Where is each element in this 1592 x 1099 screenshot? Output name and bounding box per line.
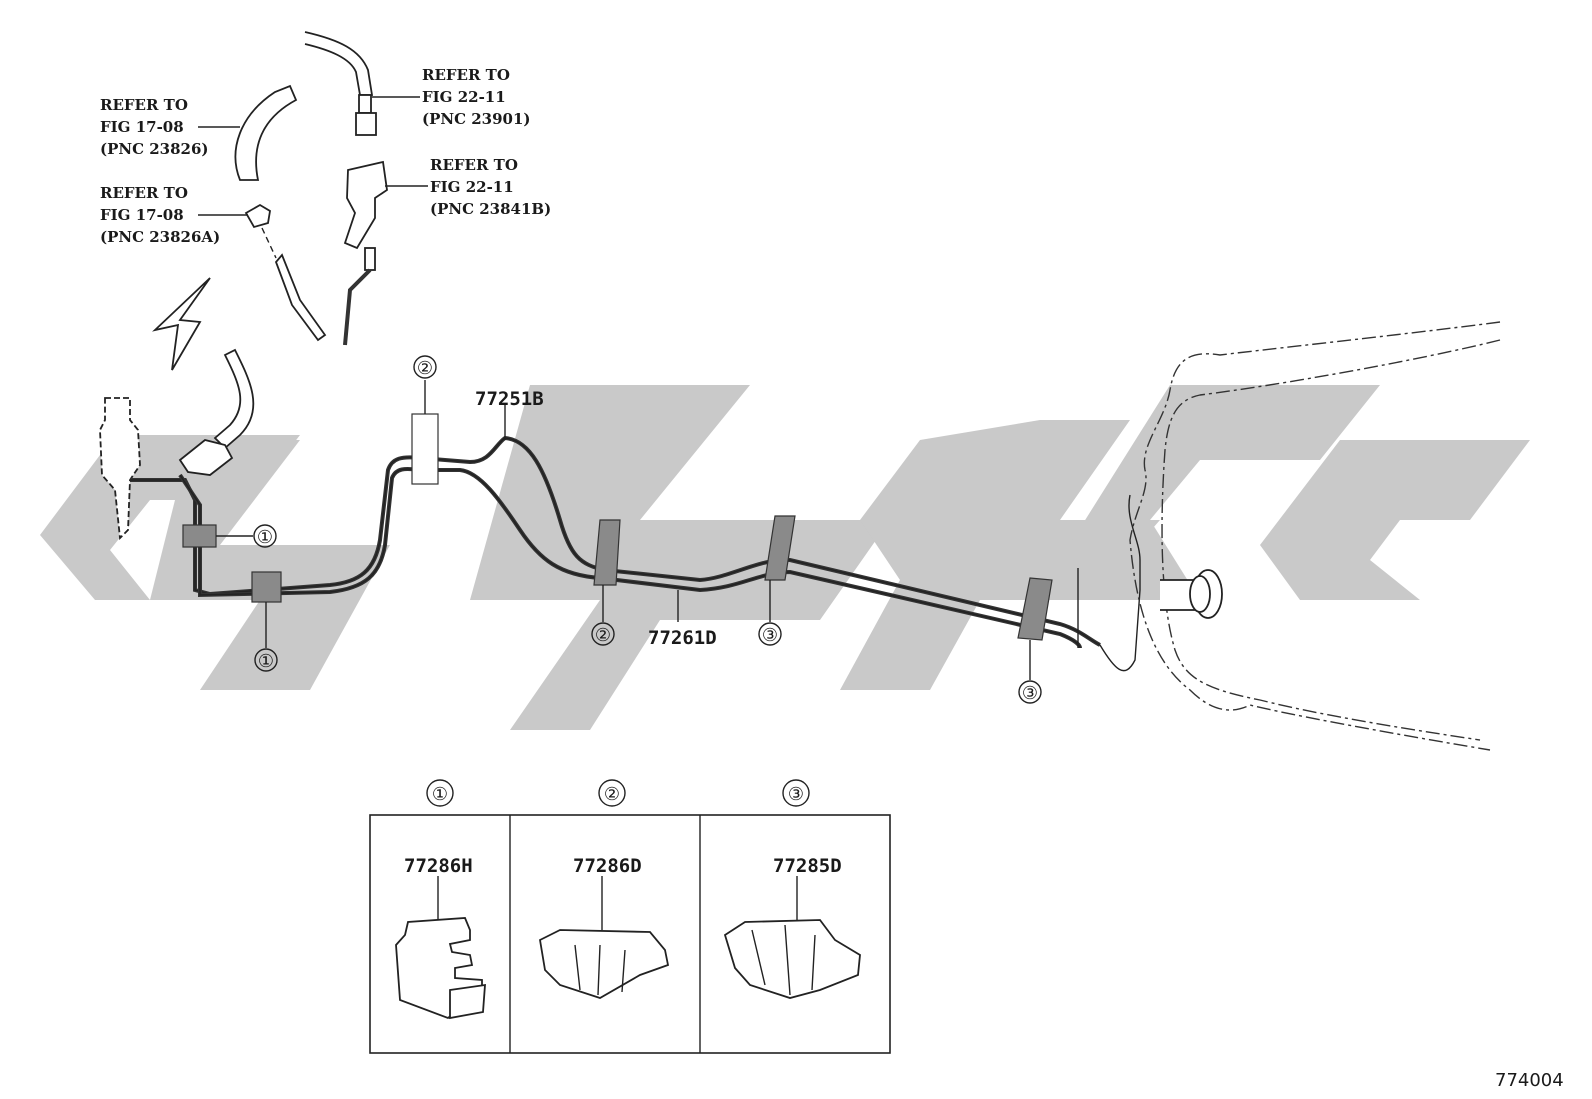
- legend-part-77286d: 77286D: [573, 855, 642, 877]
- legend-marker-one: ①: [432, 784, 448, 805]
- ref-2-line1: REFER TO: [100, 184, 188, 202]
- legend-part-77286h: 77286H: [404, 855, 473, 877]
- ref-3-line3: (PNC 23901): [422, 110, 531, 128]
- clamp-3a: [764, 515, 796, 581]
- callouts: ① ① ② ② ③ ③ 77251B 77261D: [216, 355, 1042, 704]
- callout-two-b: ②: [595, 625, 611, 646]
- clamp-1a: [182, 524, 217, 548]
- ref-1-line1: REFER TO: [100, 96, 188, 114]
- callout-three-a: ③: [762, 625, 778, 646]
- legend-part-77285d: 77285D: [773, 855, 842, 877]
- clamp-2b: [593, 519, 621, 586]
- clamps: [182, 413, 1053, 641]
- callout-three-b: ③: [1022, 683, 1038, 704]
- ref-1-line2: FIG 17-08: [100, 118, 184, 136]
- ref-3-line2: FIG 22-11: [422, 88, 506, 106]
- ref-4-line2: FIG 22-11: [430, 178, 514, 196]
- clamp-legend-table: ① ② ③ 77286H 77286D 77285D: [369, 779, 891, 1054]
- callout-one-a: ①: [257, 527, 273, 548]
- part-label-77251b: 77251B: [475, 388, 544, 410]
- watermark-logo: [40, 385, 1530, 730]
- clamp-1b: [251, 571, 282, 603]
- ref-2-line3: (PNC 23826A): [100, 228, 220, 246]
- clamp-3b: [1017, 577, 1053, 641]
- ref-3-line1: REFER TO: [422, 66, 510, 84]
- ref-4-line1: REFER TO: [430, 156, 518, 174]
- upper-hoses: [152, 31, 388, 450]
- figure-number: 774004: [1495, 1070, 1564, 1091]
- fuel-tank: [1129, 321, 1501, 751]
- ref-4-line3: (PNC 23841B): [430, 200, 551, 218]
- legend-marker-two: ②: [604, 784, 620, 805]
- legend-marker-three: ③: [788, 784, 804, 805]
- callout-one-b: ①: [258, 651, 274, 672]
- reference-labels: REFER TO FIG 17-08 (PNC 23826) REFER TO …: [100, 66, 551, 246]
- clamp-2a: [411, 413, 439, 485]
- ref-1-line3: (PNC 23826): [100, 140, 209, 158]
- callout-two-a: ②: [417, 358, 433, 379]
- left-canister: [99, 397, 234, 540]
- ref-2-line2: FIG 17-08: [100, 206, 184, 224]
- part-label-77261d: 77261D: [648, 627, 717, 649]
